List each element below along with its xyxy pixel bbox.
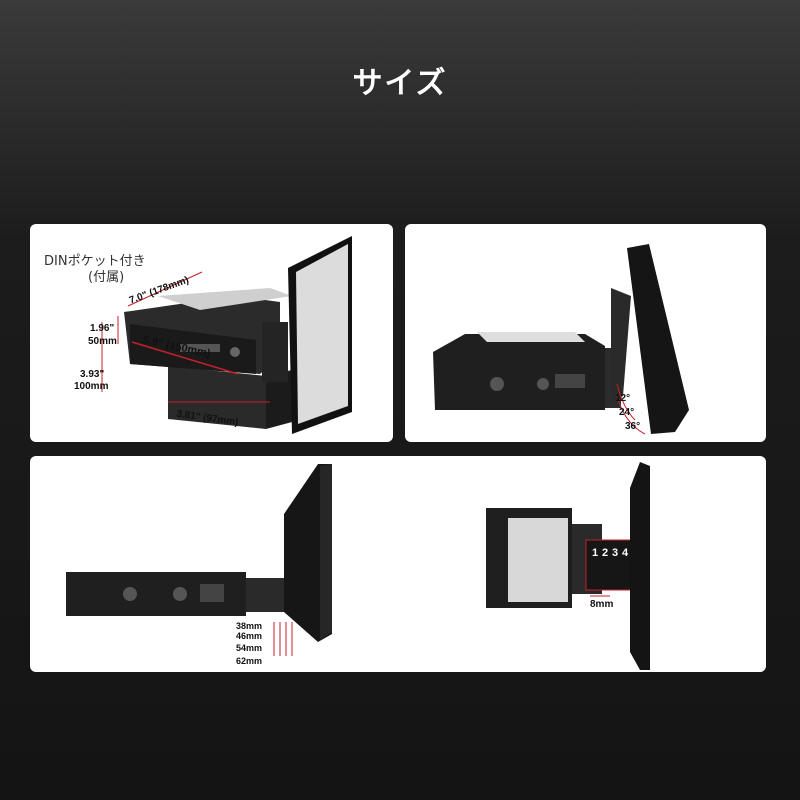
total-height-mm-label: 100mm [74,381,109,392]
din-pocket-label: DINポケット付き [44,254,146,269]
tilt-illustration [433,244,689,435]
screw-position-3: 3 [612,547,619,559]
screw-position-2: 2 [602,547,609,559]
offset-38-label: 38mm [236,621,263,631]
offset-62-label: 62mm [236,656,263,666]
offset-panel: 38mm 46mm 54mm 62mm 1 2 3 4 8mm [30,456,766,672]
offset-46-label: 46mm [236,631,263,641]
offset-illustration [66,462,650,670]
screw-position-1: 1 [592,547,599,559]
height-mm-label: 50mm [88,336,117,347]
page-title: サイズ [352,66,448,101]
screw-spacing-label: 8mm [590,599,614,610]
dimensions-panel: DINポケット付き (付属) 7.0" (178mm) 1.96" 50mm 5… [30,224,393,442]
offset-54-label: 54mm [236,643,263,653]
device-dimensions-illustration [101,236,352,434]
angle-24-label: 24° [619,407,635,418]
height-in-label: 1.96" [90,323,115,334]
tilt-angle-panel: 12° 24° 36° [405,224,766,442]
angle-12-label: 12° [615,393,631,404]
din-pocket-sublabel: (付属) [88,270,125,286]
total-height-in-label: 3.93" [80,369,105,380]
din-pocket-note: DINポケット付き (付属) [44,254,146,287]
angle-36-label: 36° [625,421,641,432]
screw-position-4: 4 [622,547,629,559]
